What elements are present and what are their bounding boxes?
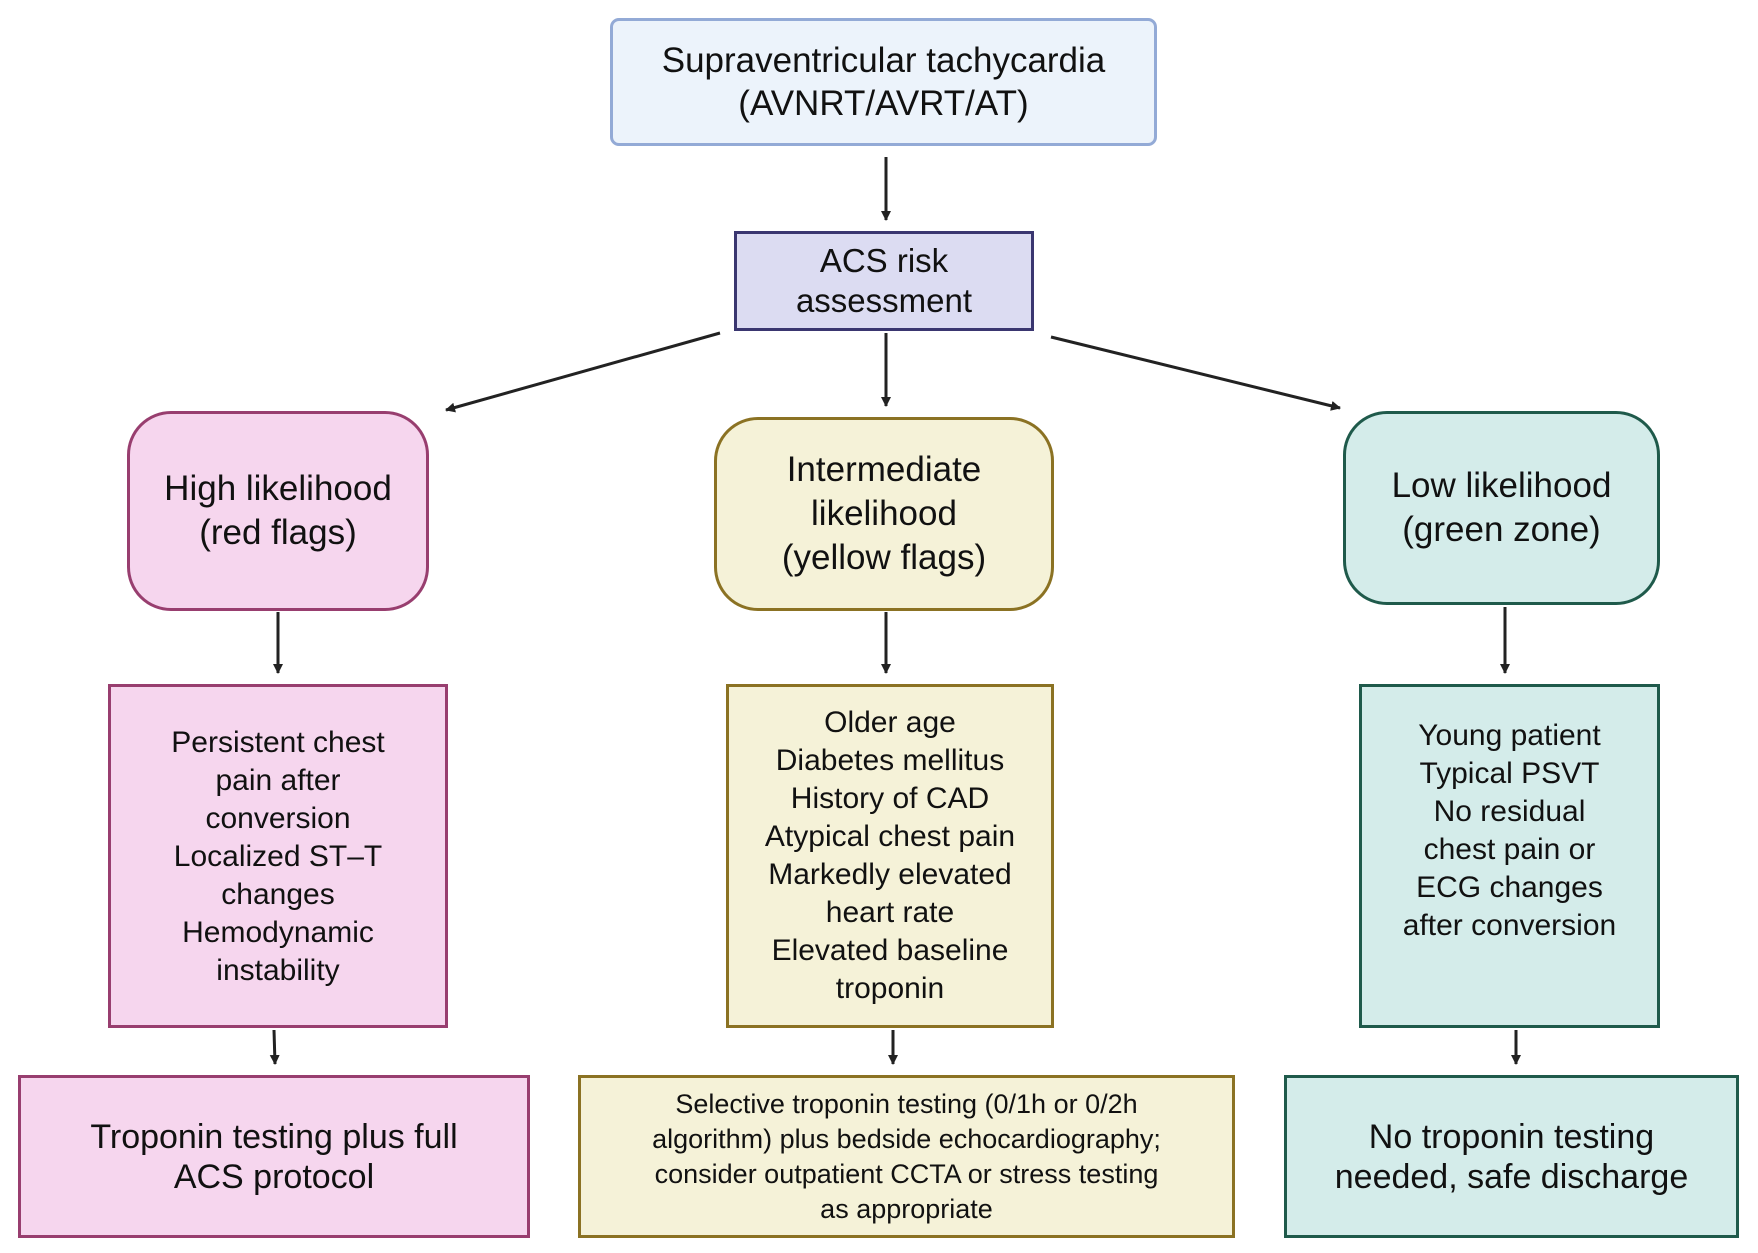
- high-likelihood-action-box: Troponin testing plus full ACS protocol: [18, 1075, 530, 1238]
- low-likelihood-criteria: Young patient Typical PSVT No residual c…: [1402, 719, 1617, 942]
- low-likelihood-criteria-box: Young patient Typical PSVT No residual c…: [1359, 684, 1660, 1028]
- root-node-svt: Supraventricular tachycardia (AVNRT/AVRT…: [610, 18, 1157, 146]
- high-likelihood-criteria-box: Persistent chest pain after conversion L…: [108, 684, 448, 1028]
- root-node-label: Supraventricular tachycardia (AVNRT/AVRT…: [661, 41, 1106, 123]
- acs-risk-assessment-node: ACS risk assessment: [734, 231, 1034, 331]
- intermediate-likelihood-action-box: Selective troponin testing (0/1h or 0/2h…: [578, 1075, 1235, 1238]
- high-likelihood-action: Troponin testing plus full ACS protocol: [90, 1117, 458, 1196]
- high-likelihood-criteria: Persistent chest pain after conversion L…: [171, 726, 385, 987]
- arrow-high-criteria-to-action: [269, 1029, 280, 1065]
- acs-risk-assessment-label: ACS risk assessment: [795, 242, 973, 319]
- high-likelihood-node: High likelihood (red flags): [127, 411, 429, 611]
- intermediate-likelihood-criteria: Older age Diabetes mellitus History of C…: [764, 706, 1016, 1005]
- low-likelihood-label: Low likelihood (green zone): [1391, 466, 1612, 549]
- intermediate-likelihood-node: Intermediate likelihood (yellow flags): [714, 417, 1054, 611]
- low-likelihood-node: Low likelihood (green zone): [1343, 411, 1660, 605]
- intermediate-likelihood-criteria-box: Older age Diabetes mellitus History of C…: [726, 684, 1054, 1028]
- arrow-assessment-to-low: [1050, 335, 1341, 411]
- arrow-assessment-to-high: [445, 331, 721, 413]
- low-likelihood-action-box: No troponin testing needed, safe dischar…: [1284, 1075, 1739, 1238]
- low-likelihood-action: No troponin testing needed, safe dischar…: [1334, 1117, 1689, 1196]
- high-likelihood-label: High likelihood (red flags): [164, 469, 392, 552]
- intermediate-likelihood-action: Selective troponin testing (0/1h or 0/2h…: [652, 1088, 1161, 1224]
- intermediate-likelihood-label: Intermediate likelihood (yellow flags): [781, 450, 987, 577]
